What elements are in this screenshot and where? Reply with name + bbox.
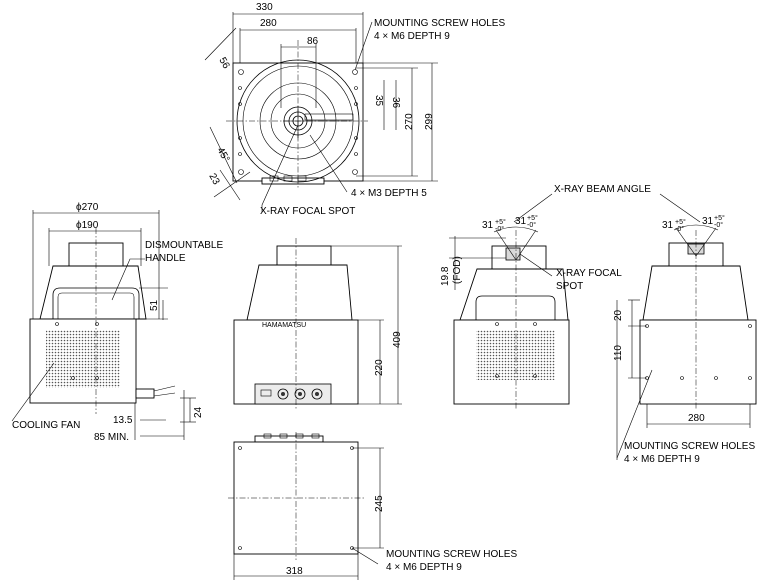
front-view: HAMAMATSU 409 220 [233,238,403,410]
bottom-connector-rim [254,435,324,443]
right-body [639,319,757,405]
focal-window [505,247,521,261]
m3-holes-label: 4 × M3 DEPTH 5 [351,188,427,199]
front-top-cylinder [276,245,332,266]
top-view: 330 280 86 56 35 36 270 299 45° 23 MOUNT… [204,2,505,217]
dim-45deg: 45° [214,146,231,165]
dim-280: 280 [260,18,277,29]
dim-51: 51 [149,299,160,311]
dim-19-8: 19.8 [440,266,451,286]
bottom-view: 245 318 MOUNTING SCREW HOLES 4 × M6 DEPT… [228,432,517,580]
connector-panel [254,383,332,405]
left-cone [39,265,147,320]
bottom-mounting-holes-spec: 4 × M6 DEPTH 9 [386,562,462,573]
dim-13-5: 13.5 [113,415,133,426]
right-beam-angle-right: 31 [702,216,714,227]
handle-label-1: DISMOUNTABLE [145,240,223,251]
top-mounting-holes-label: MOUNTING SCREW HOLES [374,18,505,29]
power-switch [260,389,272,397]
dim-36: 36 [390,97,401,109]
brand-text: HAMAMATSU [262,322,306,329]
dim-20: 20 [613,309,624,321]
dim-35: 35 [373,95,384,107]
svg-text:+5°: +5° [527,214,538,222]
beam-angle-right: 31 [515,216,527,227]
dim-85-min: 85 MIN. [94,432,129,443]
connector-3 [311,388,323,400]
dim-phi270: ϕ270 [76,202,99,213]
svg-text:-0°: -0° [714,221,723,229]
dim-110: 110 [613,345,624,361]
side-view: 19.8 (FOD) 31 +5° -0° 31 +5° -0° X-RAY F… [440,184,701,410]
dim-right-280: 280 [688,413,705,424]
svg-text:+5°: +5° [675,218,686,226]
bottom-mounting-holes-label: MOUNTING SCREW HOLES [386,549,517,560]
top-view-connector-rim [261,177,325,185]
right-cone [642,265,749,321]
svg-text:-0°: -0° [495,225,504,233]
svg-text:+5°: +5° [714,214,725,222]
svg-text:+5°: +5° [495,218,506,226]
dim-phi190: ϕ190 [76,220,99,231]
dim-220: 220 [374,359,385,376]
dim-86: 86 [307,36,319,47]
connector-1 [277,388,289,400]
right-view: 31 +5° -0° 31 +5° -0° 20 110 280 MOUNTIN… [613,214,757,465]
left-cable-connector [135,388,155,399]
front-cone [246,264,353,321]
cooling-fan-grille [46,330,120,388]
right-mounting-holes-spec: 4 × M6 DEPTH 9 [624,454,700,465]
dim-56: 56 [216,56,231,72]
dim-299: 299 [424,113,435,130]
top-screw-holes [238,69,358,175]
focal-spot-label: X-RAY FOCAL SPOT [260,206,355,217]
dim-409: 409 [392,331,403,348]
handle-label-2: HANDLE [145,253,186,264]
dim-270: 270 [404,113,415,130]
dim-245: 245 [374,495,385,512]
dim-24: 24 [193,406,204,418]
svg-text:-0°: -0° [675,225,684,233]
beam-angle-label: X-RAY BEAM ANGLE [554,184,651,195]
dim-318: 318 [286,566,303,577]
right-mounting-holes-label: MOUNTING SCREW HOLES [624,441,755,452]
beam-angle-left: 31 [482,220,494,231]
side-focal-label-1: X-RAY FOCAL [556,268,622,279]
connector-2 [294,388,306,400]
dim-330: 330 [256,2,273,13]
cooling-fan-label: COOLING FAN [12,420,80,431]
left-view: ϕ270 ϕ190 51 13.5 85 MIN. 24 DISMOUNTABL… [11,202,223,443]
right-beam-angle-left: 31 [662,220,674,231]
side-focal-label-2: SPOT [556,281,583,292]
dim-23: 23 [206,172,221,188]
dim-fod: (FOD) [452,256,463,284]
svg-text:-0°: -0° [527,221,536,229]
top-mounting-holes-spec: 4 × M6 DEPTH 9 [374,31,450,42]
